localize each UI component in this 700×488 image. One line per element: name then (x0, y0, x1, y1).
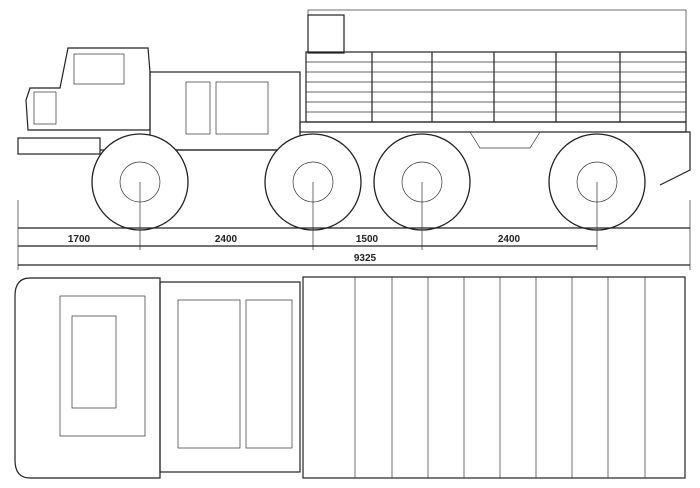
cab-window (73, 53, 125, 85)
chassis-frame (299, 121, 687, 133)
cross-brace (469, 131, 541, 149)
dim-front-overhang: 1700 (68, 234, 91, 245)
cargo-slats (306, 52, 686, 122)
engine-hood (149, 71, 301, 151)
cargo-top-bows (354, 277, 646, 478)
engine-grille-left (177, 299, 241, 449)
cargo-top (302, 276, 686, 479)
wheels (91, 133, 646, 231)
cab-top (14, 277, 161, 479)
dim-axle-1-2: 2400 (215, 234, 238, 245)
top-view (14, 276, 686, 479)
engine-deck (159, 281, 301, 473)
roof-hatch (71, 315, 117, 409)
dim-axle-3-4: 2400 (498, 234, 521, 245)
dimension-lines (17, 182, 691, 270)
radiator-grille (33, 91, 57, 125)
dim-axle-2-3: 1500 (356, 234, 379, 245)
cab-roof (59, 295, 146, 437)
front-bumper (17, 137, 101, 155)
engine-grille-right (245, 299, 293, 449)
engine-louver-right (215, 81, 269, 135)
cargo-cover (307, 9, 687, 53)
engine-louver-left (185, 81, 211, 135)
cargo-bed (305, 51, 687, 123)
cab (25, 47, 151, 131)
cover-front-box (307, 14, 345, 54)
side-view (17, 9, 691, 231)
rear-frame (640, 131, 691, 186)
dim-overall-length: 9325 (354, 253, 377, 264)
